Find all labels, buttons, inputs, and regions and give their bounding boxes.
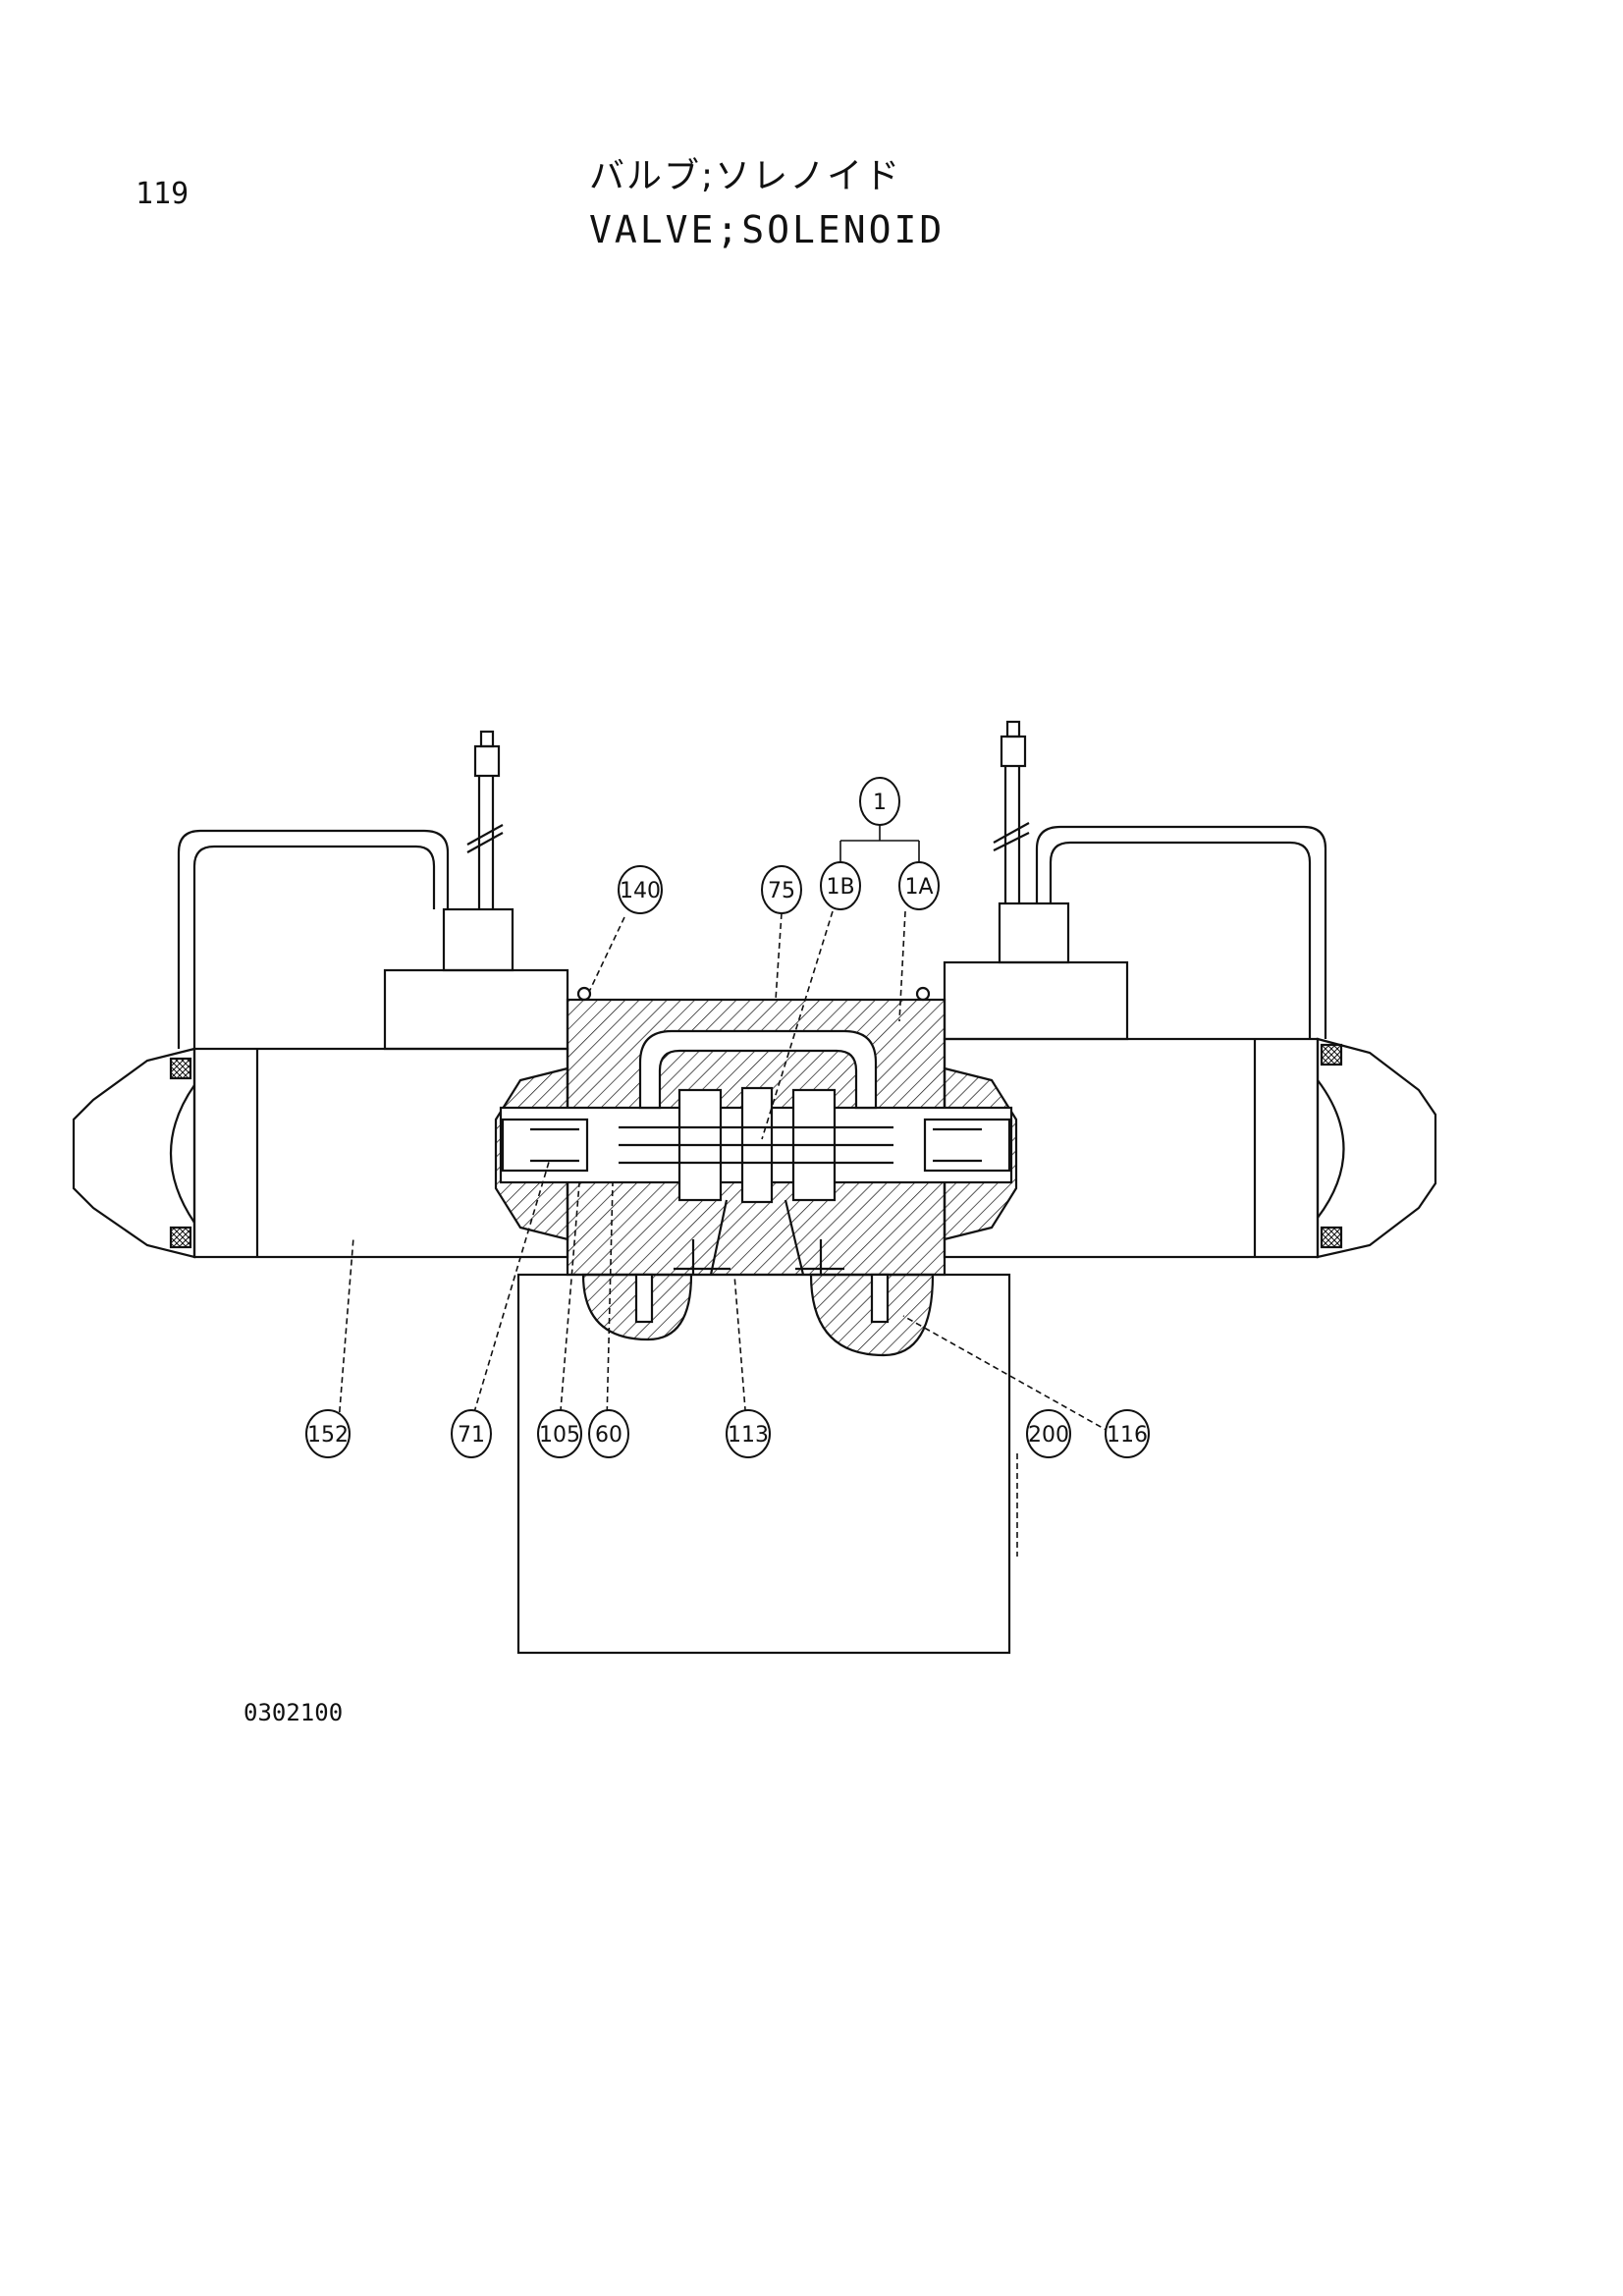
callout-71 <box>451 1409 492 1458</box>
callout-1a-label: 1A <box>904 875 933 900</box>
callout-1a <box>898 861 940 910</box>
callout-113 <box>726 1409 771 1458</box>
title-japanese: バルブ;ソレノイド <box>589 156 902 196</box>
drawing-code: 0302100 <box>243 1699 344 1726</box>
callout-1 <box>859 777 900 826</box>
callout-116 <box>1105 1409 1150 1458</box>
left-end-cap <box>72 1047 196 1259</box>
callout-1b-label: 1B <box>826 875 854 900</box>
callout-200-label: 200 <box>1028 1423 1069 1448</box>
title-english: VALVE;SOLENOID <box>589 208 946 251</box>
base-block <box>516 1273 1011 1655</box>
callout-105 <box>537 1409 582 1458</box>
callout-113-label: 113 <box>728 1423 769 1448</box>
callout-140-label: 140 <box>620 879 661 903</box>
callout-60 <box>588 1409 629 1458</box>
callout-152 <box>305 1409 351 1458</box>
callout-75 <box>761 865 802 914</box>
callout-152-label: 152 <box>307 1423 349 1448</box>
page-number: 119 <box>135 177 189 211</box>
left-terminal-box <box>383 968 569 1051</box>
callout-200 <box>1026 1409 1071 1458</box>
callout-105-label: 105 <box>539 1423 580 1448</box>
callout-60-label: 60 <box>595 1423 622 1448</box>
right-terminal-box <box>943 960 1129 1041</box>
callout-116-label: 116 <box>1107 1423 1148 1448</box>
callout-140 <box>618 865 663 914</box>
callout-1b <box>820 861 861 910</box>
callout-75-label: 75 <box>768 879 795 903</box>
right-end-cap <box>1316 1037 1437 1259</box>
callout-1-label: 1 <box>873 791 887 815</box>
callout-71-label: 71 <box>458 1423 485 1448</box>
